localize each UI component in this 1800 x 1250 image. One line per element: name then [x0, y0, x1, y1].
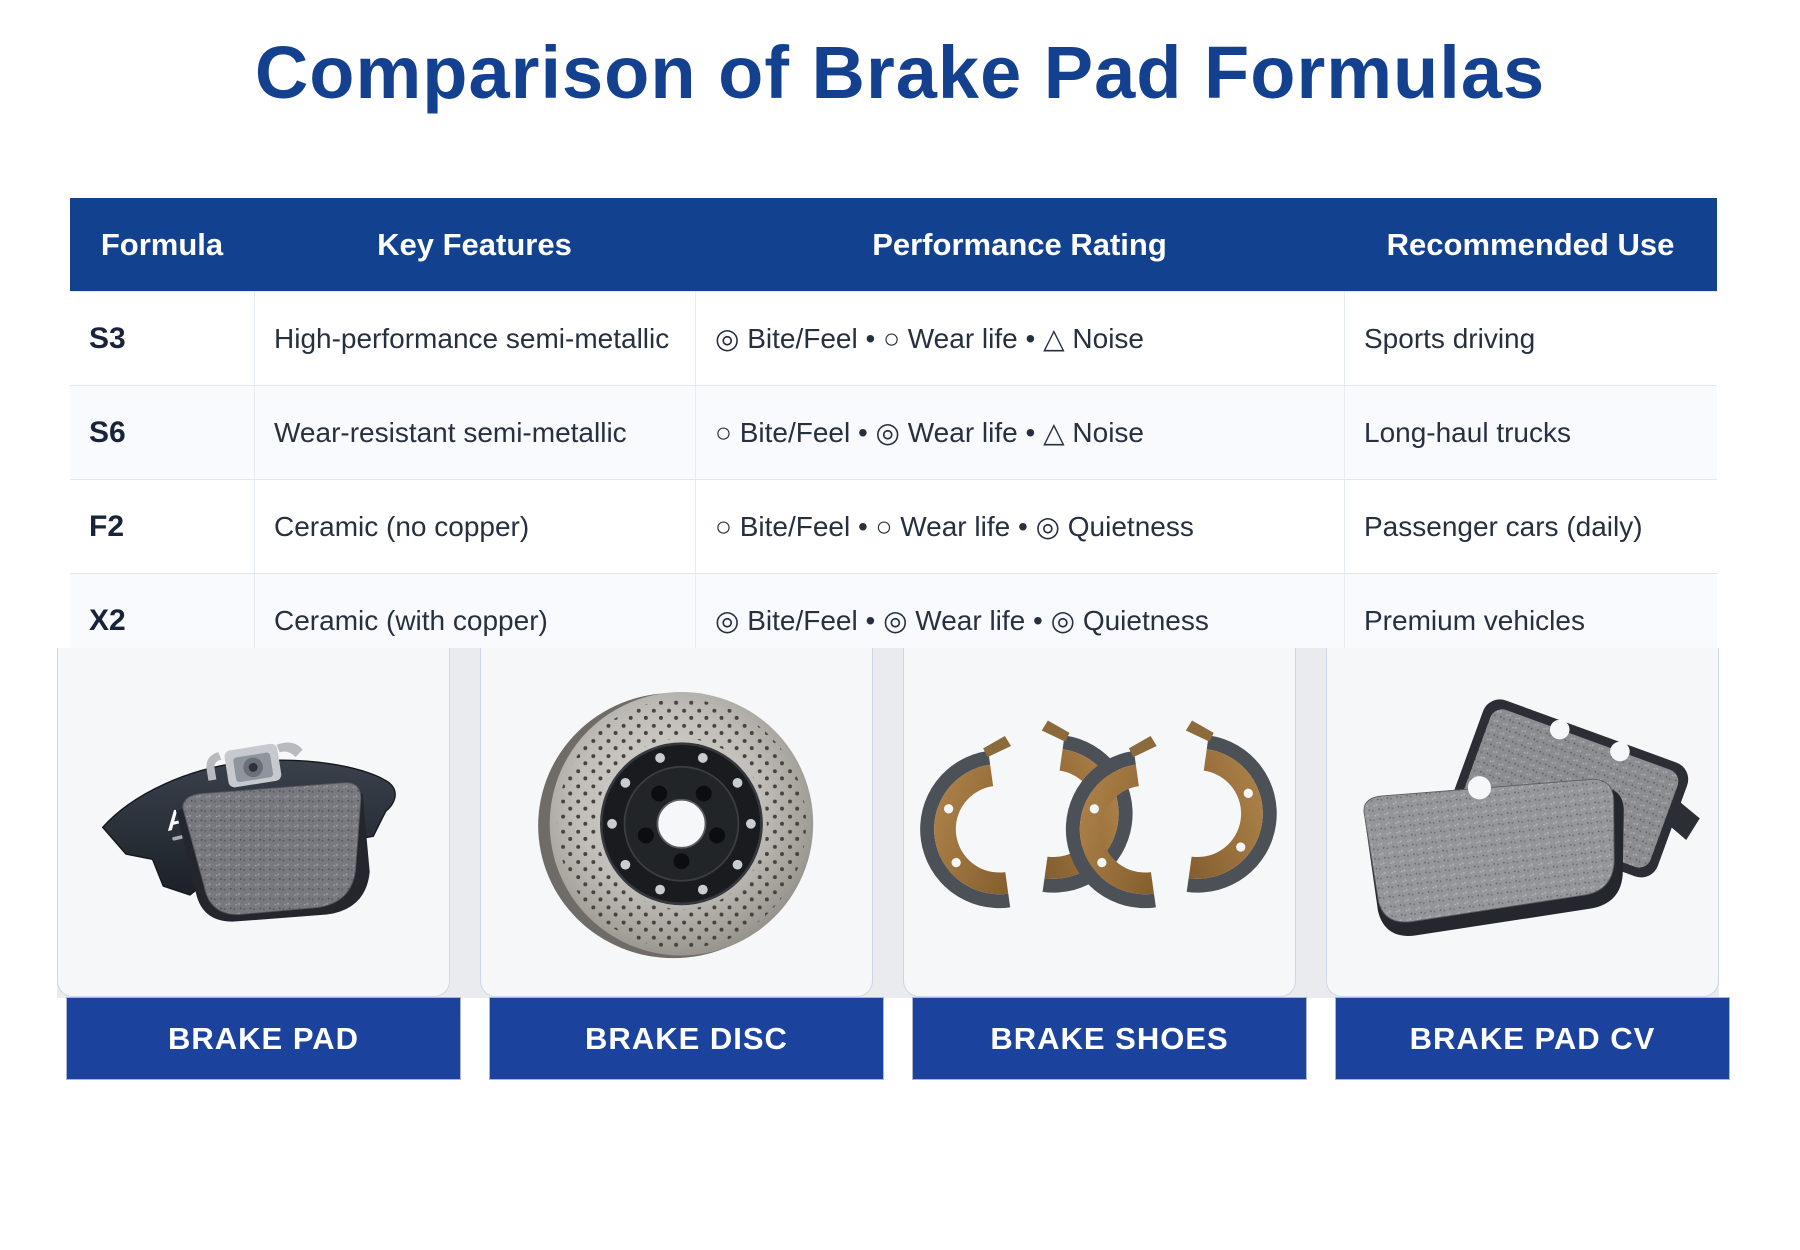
brake-pad-cv-front-pad: [1363, 776, 1624, 936]
brake-shoe: [1185, 720, 1277, 893]
formula-code: X2: [89, 603, 126, 637]
recommended-use: Premium vehicles: [1344, 574, 1717, 648]
performance-rating: ◎ Bite/Feel • ○ Wear life • △ Noise: [695, 292, 1344, 385]
brake-pad-friction-block: [175, 782, 370, 922]
product-card-brake-disc: [480, 648, 873, 997]
table-row: S6 Wear-resistant semi-metallic ○ Bite/F…: [70, 385, 1717, 479]
product-card-brake-pad: Annat: [57, 648, 450, 997]
key-features: High-performance semi-metallic: [254, 292, 695, 385]
brake-shoes-label-button[interactable]: BRAKE SHOES: [912, 997, 1307, 1080]
table-row: S3 High-performance semi-metallic ◎ Bite…: [70, 291, 1717, 385]
brake-disc-image: [537, 692, 813, 959]
brake-shoes-image: [919, 720, 1277, 909]
brake-disc-drill-holes: [556, 699, 806, 949]
key-features: Wear-resistant semi-metallic: [254, 386, 695, 479]
brake-disc-label-button[interactable]: BRAKE DISC: [489, 997, 884, 1080]
brake-pad-cv-label-button[interactable]: BRAKE PAD CV: [1335, 997, 1730, 1080]
recommended-use: Sports driving: [1344, 292, 1717, 385]
table-row: X2 Ceramic (with copper) ◎ Bite/Feel • ◎…: [70, 573, 1717, 648]
formula-code: F2: [89, 509, 125, 543]
performance-rating: ◎ Bite/Feel • ◎ Wear life • ◎ Quietness: [695, 574, 1344, 648]
performance-rating: ○ Bite/Feel • ○ Wear life • ◎ Quietness: [695, 480, 1344, 573]
table-header-row: Formula Key Features Performance Rating …: [70, 198, 1717, 291]
column-header-recommended: Recommended Use: [1386, 226, 1675, 262]
brake-disc-center-bore: [656, 798, 706, 849]
product-gallery: Annat: [57, 648, 1719, 998]
formula-code: S6: [89, 415, 126, 449]
brake-disc-hub: [599, 742, 763, 906]
product-card-brake-shoes: [903, 648, 1296, 997]
recommended-use: Long-haul trucks: [1344, 386, 1717, 479]
column-header-rating: Performance Rating: [872, 226, 1167, 262]
brake-shoe: [1065, 735, 1157, 909]
brake-pad-image: Annat: [101, 742, 396, 922]
key-features: Ceramic (no copper): [254, 480, 695, 573]
product-card-brake-pad-cv: [1326, 648, 1719, 997]
brake-pad-label-button[interactable]: BRAKE PAD: [66, 997, 461, 1080]
performance-rating: ○ Bite/Feel • ◎ Wear life • △ Noise: [695, 386, 1344, 479]
brake-pad-cv-image: [1363, 699, 1700, 936]
page-title: Comparison of Brake Pad Formulas: [254, 31, 1546, 114]
column-header-formula: Formula: [100, 226, 224, 262]
formula-code: S3: [89, 321, 126, 355]
recommended-use: Passenger cars (daily): [1344, 480, 1717, 573]
brake-shoe: [919, 735, 1011, 909]
comparison-table: Formula Key Features Performance Rating …: [70, 198, 1717, 648]
brake-pad-clip-hardware: [205, 742, 303, 788]
column-header-features: Key Features: [377, 226, 572, 262]
table-row: F2 Ceramic (no copper) ○ Bite/Feel • ○ W…: [70, 479, 1717, 573]
key-features: Ceramic (with copper): [254, 574, 695, 648]
